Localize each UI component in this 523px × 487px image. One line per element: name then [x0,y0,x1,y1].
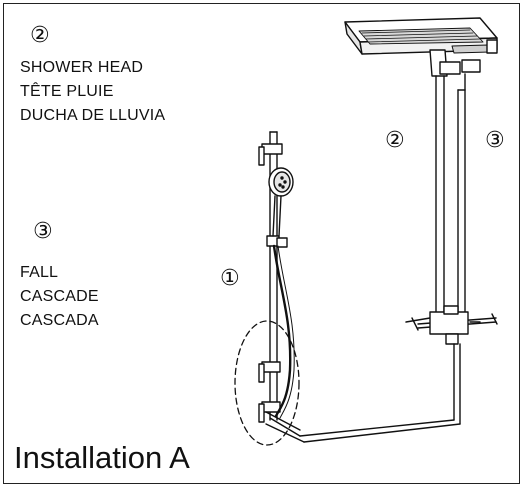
hand-shower [268,167,294,237]
legend-fall-fr: CASCADE [20,288,99,305]
riser-pipes [435,73,466,319]
mixer-valve [405,305,498,345]
marker-hand-shower: ① [220,266,240,291]
figure-frame [3,3,520,484]
shower-hose [272,244,295,419]
legend-fall-en: FALL [20,264,59,281]
rain-shower-head [344,17,498,77]
marker-riser-left: ② [385,128,405,153]
detail-circle [234,320,300,446]
legend-shower-head-en: SHOWER HEAD [20,59,144,76]
supply-pipe [265,343,461,443]
legend-marker-fall: ③ [33,219,53,244]
legend-shower-head-fr: TÊTE PLUIE [20,83,114,100]
installation-title: Installation A [14,440,190,475]
legend-shower-head-es: DUCHA DE LLUVIA [20,107,166,124]
legend-marker-shower-head: ② [30,23,50,48]
marker-riser-right: ③ [485,128,505,153]
legend-fall-es: CASCADA [20,312,99,329]
